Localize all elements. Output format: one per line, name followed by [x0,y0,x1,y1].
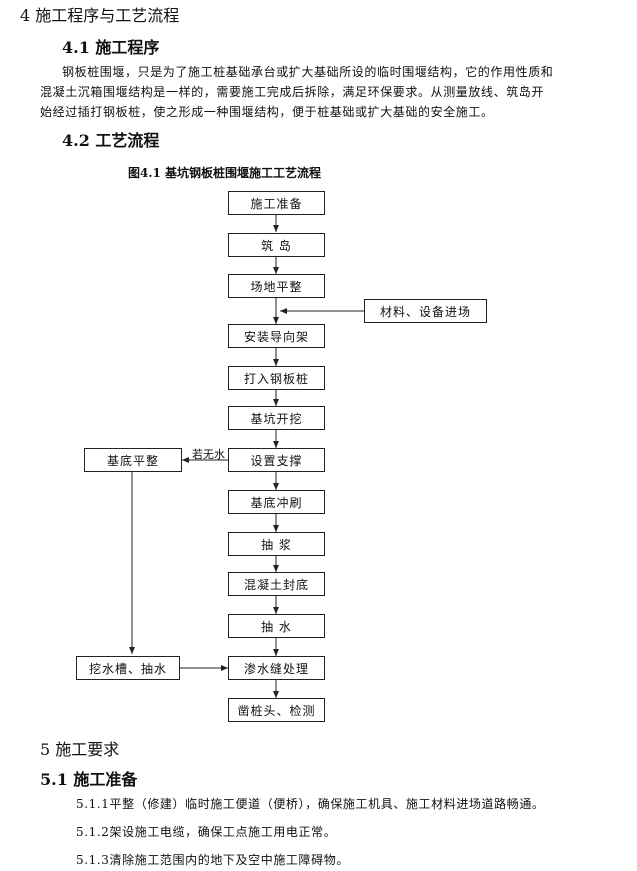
flow-step-excavation: 基坑开挖 [228,406,325,430]
flow-side-ditch: 挖水槽、抽水 [76,656,180,680]
requirement-item: 5.1.1平整（修建）临时施工便道（便桥），确保施工机具、施工材料进场道路畅通。 [76,797,545,811]
paragraph-line: 始经过插打钢板桩，使之形成一种围堰结构，便于桩基础或扩大基础的安全施工。 [40,105,494,119]
flow-step-drive-piles: 打入钢板桩 [228,366,325,390]
flow-step-pile-head: 凿桩头、检测 [228,698,325,722]
section-5-1-title: 5.1 施工准备 [40,770,138,789]
flow-step-site-leveling: 场地平整 [228,274,325,298]
flow-step-guide-frame: 安装导向架 [228,324,325,348]
flow-step-pump-slurry: 抽 浆 [228,532,325,556]
section-4-2-title: 4.2 工艺流程 [62,131,160,150]
requirement-item: 5.1.2架设施工电缆，确保工点施工用电正常。 [76,825,337,839]
flow-step-island: 筑 岛 [228,233,325,257]
flow-side-base-leveling: 基底平整 [84,448,182,472]
flow-step-seepage: 渗水缝处理 [228,656,325,680]
section-4-title: 4 施工程序与工艺流程 [20,6,180,25]
figure-caption: 图4.1 基坑钢板桩围堰施工工艺流程 [128,166,322,180]
flow-step-pump-water: 抽 水 [228,614,325,638]
section-5-title: 5 施工要求 [40,740,120,759]
paragraph-line: 钢板桩围堰，只是为了施工桩基础承台或扩大基础所设的临时围堰结构，它的作用性质和 [62,65,554,79]
section-4-1-title: 4.1 施工程序 [62,38,160,57]
requirement-item: 5.1.3清除施工范围内的地下及空中施工障碍物。 [76,853,349,867]
flow-step-bracing: 设置支撑 [228,448,325,472]
flow-side-materials: 材料、设备进场 [364,299,487,323]
flow-step-base-flush: 基底冲刷 [228,490,325,514]
flow-step-preparation: 施工准备 [228,191,325,215]
flow-step-concrete-seal: 混凝土封底 [228,572,325,596]
label-if-no-water: 若无水 [192,448,225,461]
paragraph-line: 混凝土沉箱围堰结构是一样的，需要施工完成后拆除，满足环保要求。从测量放线、筑岛开 [40,85,545,99]
